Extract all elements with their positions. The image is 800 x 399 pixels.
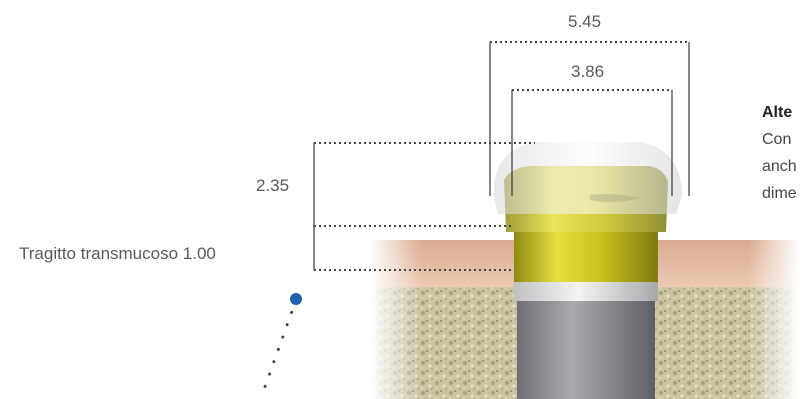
side-line-2: anch <box>762 158 797 175</box>
pointer-marker <box>260 293 302 397</box>
healing-cap <box>493 142 682 214</box>
side-line-1: Con <box>762 131 792 148</box>
transmucosal-label: Tragitto transmucoso 1.00 <box>19 244 216 263</box>
height-label: 2.35 <box>256 176 290 195</box>
side-line-3: dime <box>762 185 797 202</box>
inner-diameter-label: 3.86 <box>571 62 605 81</box>
side-heading: Alte <box>762 104 793 121</box>
outer-diameter-label: 5.45 <box>568 12 602 31</box>
implant-body <box>514 281 658 399</box>
dimension-lines <box>313 41 690 271</box>
